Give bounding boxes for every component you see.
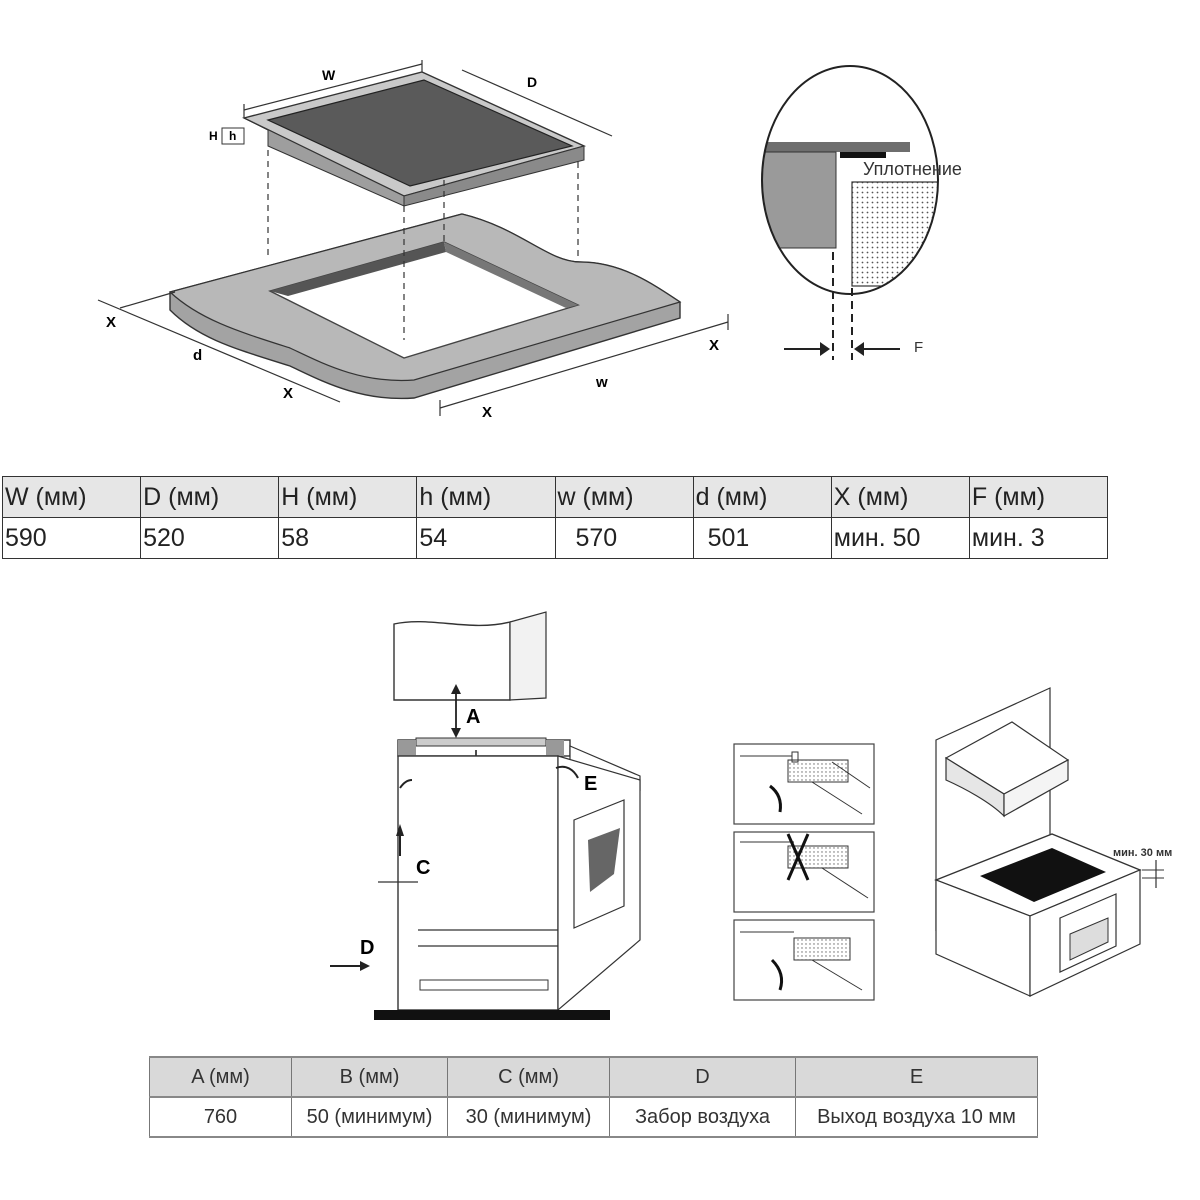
- label-D: D: [527, 74, 537, 90]
- value-cell: Выход воздуха 10 мм: [795, 1097, 1038, 1138]
- value-cell: 58: [278, 517, 418, 559]
- value-cell: мин. 3: [968, 517, 1109, 559]
- label-d: d: [193, 347, 202, 364]
- value-cell: Забор воздуха: [609, 1097, 796, 1138]
- label-H: H: [209, 129, 218, 143]
- label-X-bottom: X: [482, 404, 492, 421]
- hob-cutout-diagram: W D H h X d X X w X: [97, 60, 729, 421]
- hob-glass: [266, 79, 574, 187]
- dim-W: [243, 60, 423, 118]
- label-C: C: [416, 857, 430, 879]
- label-min-30mm: мин. 30 мм: [1113, 847, 1172, 859]
- label-A: A: [466, 706, 480, 728]
- label-X-bottom-left: X: [283, 385, 293, 402]
- seal-label: Уплотнение: [863, 159, 962, 179]
- label-h: h: [229, 129, 236, 143]
- value-cell: мин. 50: [830, 517, 970, 559]
- hood-clearance-diagram: мин. 30 мм: [934, 687, 1172, 997]
- value-cell: 501: [692, 517, 832, 559]
- value-cell: 30 (минимум): [447, 1097, 610, 1138]
- table-row: 760 50 (минимум) 30 (минимум) Забор возд…: [149, 1097, 1038, 1138]
- clearance-table: A (мм) B (мм) C (мм) D E 760 50 (минимум…: [149, 1056, 1038, 1138]
- label-D-intake: D: [360, 937, 374, 959]
- header-cell: C (мм): [447, 1056, 610, 1098]
- table-header-row: A (мм) B (мм) C (мм) D E: [149, 1056, 1038, 1098]
- header-cell: E: [795, 1056, 1038, 1098]
- header-cell: F (мм): [968, 476, 1109, 518]
- floor: [374, 1010, 610, 1020]
- table-row: 590 520 58 54 570 501 мин. 50 мин. 3: [1, 517, 1109, 559]
- hob-glass: [980, 848, 1106, 902]
- dimensions-table: W (мм) D (мм) H (мм) h (мм) w (мм) d (мм…: [1, 476, 1109, 559]
- vent-detail-panels: [733, 743, 875, 1001]
- value-cell: 50 (минимум): [291, 1097, 448, 1138]
- label-X-left: X: [106, 314, 116, 331]
- dim-d: [97, 291, 341, 403]
- header-cell: w (мм): [554, 476, 694, 518]
- dim-D: [461, 69, 613, 137]
- header-cell: h (мм): [416, 476, 556, 518]
- installation-clearance-diagram: A B E C D: [330, 611, 641, 1020]
- header-cell: B (мм): [291, 1056, 448, 1098]
- header-cell: d (мм): [692, 476, 832, 518]
- label-E: E: [584, 773, 597, 795]
- header-cell: A (мм): [149, 1056, 292, 1098]
- value-cell: 590: [1, 517, 142, 559]
- header-cell: W (мм): [1, 476, 142, 518]
- vent-panel-3: [733, 919, 875, 1001]
- label-X-right: X: [709, 337, 719, 354]
- vent-panel-2: [733, 831, 875, 913]
- detail-circle: [761, 65, 939, 295]
- value-cell: 570: [554, 517, 694, 559]
- vent-panel-1: [733, 743, 875, 825]
- value-cell: 760: [149, 1097, 292, 1138]
- seal-detail-diagram: Уплотнение F: [761, 65, 962, 360]
- dim-w: [439, 314, 729, 416]
- label-F: F: [914, 339, 923, 356]
- table-header-row: W (мм) D (мм) H (мм) h (мм) w (мм) d (мм…: [1, 476, 1109, 518]
- value-cell: 520: [140, 517, 280, 559]
- header-cell: D: [609, 1056, 796, 1098]
- label-W: W: [322, 67, 336, 83]
- projection-lines: [267, 150, 579, 340]
- value-cell: 54: [416, 517, 556, 559]
- header-cell: H (мм): [278, 476, 418, 518]
- header-cell: D (мм): [140, 476, 280, 518]
- header-cell: X (мм): [830, 476, 970, 518]
- label-w: w: [595, 374, 608, 391]
